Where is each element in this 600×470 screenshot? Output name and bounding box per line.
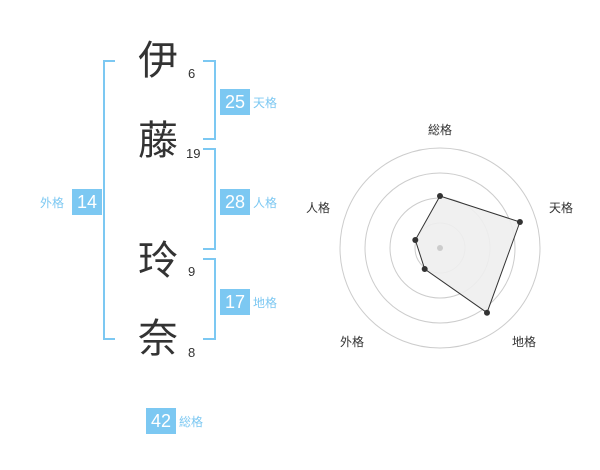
stroke-count-2: 19 (186, 146, 201, 161)
jinkaku-value: 28 (220, 189, 250, 215)
radar-label-tenkaku: 天格 (549, 201, 574, 215)
radar-center-dot (437, 245, 443, 251)
radar-label-jinkaku: 人格 (306, 201, 331, 215)
radar-label-chikaku: 地格 (512, 335, 537, 349)
gaikaku-bracket (103, 60, 115, 340)
radar-point-3 (484, 309, 490, 316)
tenkaku-bracket (203, 60, 216, 140)
name-char-4: 奈 (138, 316, 178, 362)
radar-area (414, 195, 521, 314)
radar-point-1 (437, 193, 443, 199)
tenkaku-value: 25 (220, 89, 250, 115)
tenkaku-label: 天格 (253, 96, 278, 110)
radar-grid-ring (364, 172, 516, 324)
radar-point-5 (412, 237, 419, 243)
radar-point-2 (516, 219, 523, 225)
soukaku-value: 42 (146, 408, 176, 434)
jinkaku-label: 人格 (253, 196, 278, 210)
radar-grid-ring (339, 147, 541, 349)
radar-point-4 (421, 266, 428, 272)
gaikaku-value: 14 (72, 189, 102, 215)
name-char-2: 藤 (138, 118, 178, 164)
radar-label-soukaku: 総格 (428, 123, 453, 137)
gaikaku-label: 外格 (40, 196, 65, 210)
chikaku-bracket (203, 258, 216, 340)
soukaku-label: 総格 (179, 415, 204, 429)
jinkaku-bracket (203, 148, 216, 250)
chikaku-value: 17 (220, 289, 250, 315)
radar-points (412, 193, 523, 316)
chikaku-label: 地格 (253, 296, 278, 310)
name-char-3: 玲 (138, 238, 178, 284)
radar-label-gaikaku: 外格 (340, 335, 365, 349)
stroke-count-3: 9 (188, 264, 196, 279)
name-char-1: 伊 (138, 38, 178, 84)
stroke-count-4: 8 (188, 345, 196, 360)
stroke-count-1: 6 (188, 66, 196, 81)
